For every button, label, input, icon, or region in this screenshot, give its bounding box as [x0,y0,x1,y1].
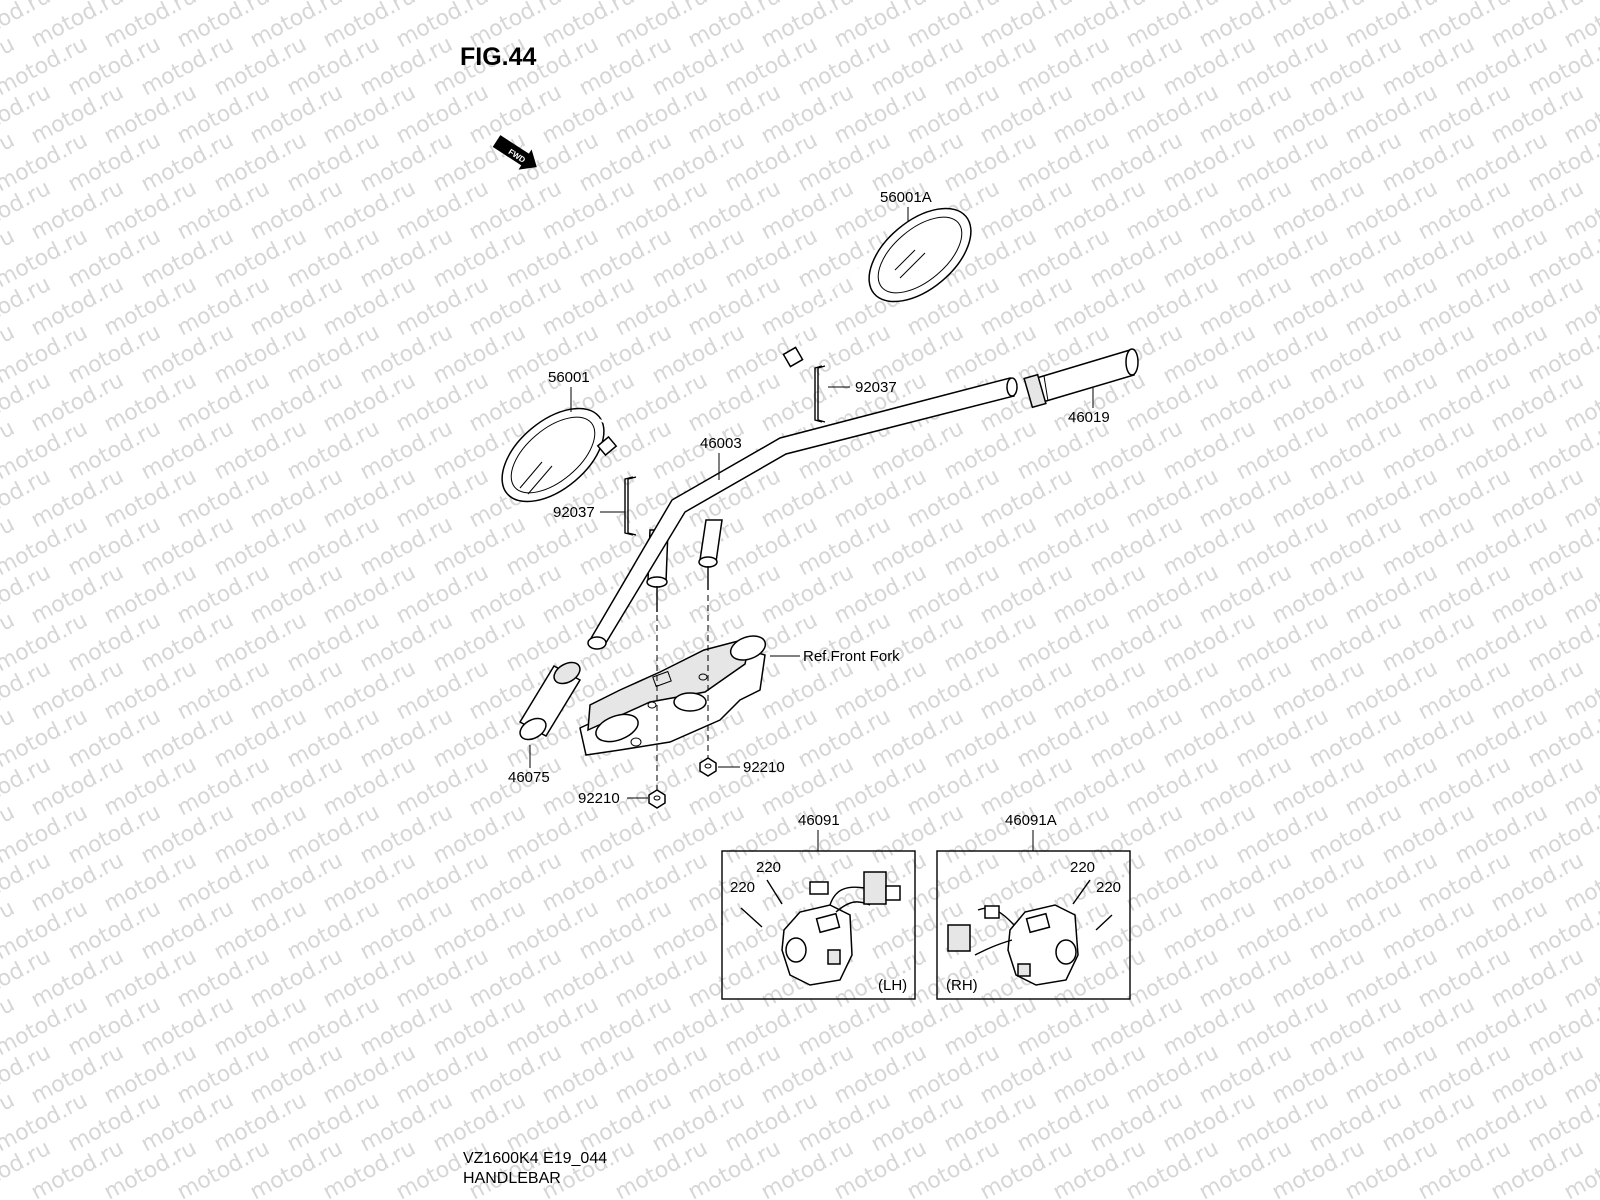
handlebar [587,377,1018,650]
switch-lh [740,871,901,986]
label-front-fork-ref: Ref.Front Fork [803,648,900,665]
label-grip-right: 46019 [1068,409,1110,426]
nut-right [699,757,717,777]
nut-left [648,789,666,809]
label-screw-rh-1: 220 [1070,859,1095,876]
mirror-left [501,407,618,503]
upper-bracket [579,635,767,756]
clip-right [814,365,826,423]
label-mirror-left: 56001 [548,369,590,386]
label-mirror-right: 56001A [880,189,932,206]
label-screw-lh-1: 220 [756,859,781,876]
label-switch-lh: 46091 [798,812,840,829]
grip-right [1023,348,1139,409]
footer-code: VZ1600K4 E19_044 [463,1150,607,1167]
grip-left [518,661,582,741]
label-side-rh: (RH) [946,977,978,994]
label-grip-left: 46075 [508,769,550,786]
mirror-right [782,207,972,368]
label-side-lh: (LH) [878,977,907,994]
label-handlebar: 46003 [700,435,742,452]
footer-name: HANDLEBAR [463,1170,561,1187]
label-screw-rh-2: 220 [1096,879,1121,896]
label-clip-left: 92037 [553,504,595,521]
clip-left [624,476,637,536]
label-clip-right: 92037 [855,379,897,396]
switch-rh [947,879,1113,986]
label-switch-rh: 46091A [1005,812,1057,829]
label-nut-right: 92210 [743,759,785,776]
label-screw-lh-2: 220 [730,879,755,896]
figure-title: FIG.44 [460,43,537,71]
label-nut-left: 92210 [578,790,620,807]
